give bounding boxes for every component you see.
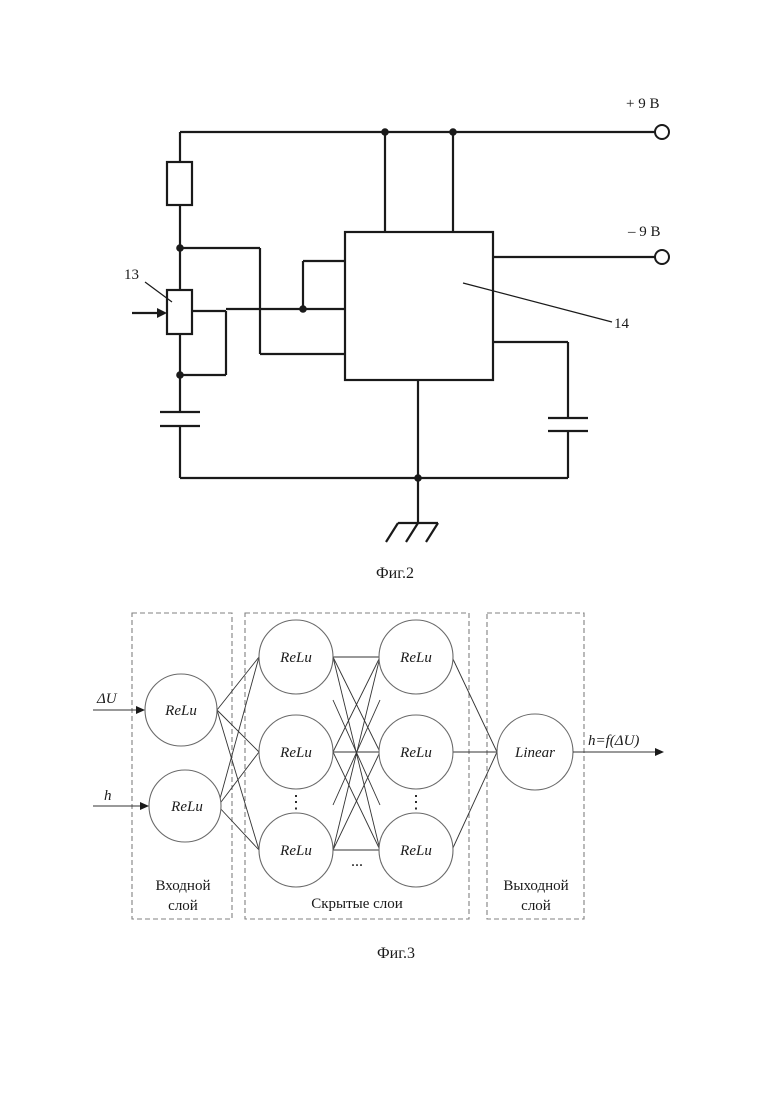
node-label: ReLu bbox=[399, 745, 432, 761]
junction-dot bbox=[176, 244, 184, 252]
input-layer-caption-line2: слой bbox=[168, 898, 198, 914]
ground-symbol bbox=[386, 523, 438, 542]
neural-network-diagram: ReLu ReLu ReLu ReLu ReLu ReLu ReLu ReLu … bbox=[93, 613, 664, 962]
input-layer-caption-line1: Входной bbox=[156, 878, 211, 894]
chip-14 bbox=[345, 232, 493, 380]
node-label: ReLu bbox=[279, 843, 312, 859]
input-arrow-head bbox=[140, 802, 149, 810]
input-layer-box bbox=[132, 613, 232, 919]
node-label-linear: Linear bbox=[514, 745, 555, 761]
junction-dot bbox=[176, 371, 184, 379]
potentiometer-13 bbox=[167, 290, 192, 334]
pot-arrow-head bbox=[157, 308, 167, 318]
output-layer-caption-line1: Выходной bbox=[503, 878, 568, 894]
input-label-h: h bbox=[104, 788, 112, 804]
input-label-du: ΔU bbox=[96, 691, 118, 707]
junction-dot bbox=[381, 128, 389, 136]
node-label: ReLu bbox=[279, 650, 312, 666]
vertical-ellipsis: ⋮ bbox=[287, 792, 305, 812]
node-label: ReLu bbox=[399, 650, 432, 666]
node-label: ReLu bbox=[279, 745, 312, 761]
output-layer-caption-line2: слой bbox=[521, 898, 551, 914]
node-label: ReLu bbox=[164, 703, 197, 719]
node-label: ReLu bbox=[170, 799, 203, 815]
caption-fig3: Фиг.3 bbox=[377, 945, 415, 962]
junction-dot bbox=[299, 305, 307, 313]
hidden-layers-caption: Скрытые слои bbox=[311, 896, 403, 912]
label-plus-9v: + 9 В bbox=[626, 96, 659, 112]
circuit-diagram: + 9 В – 9 В 13 14 Фиг.2 bbox=[124, 96, 669, 582]
junction-dot bbox=[449, 128, 457, 136]
resistor bbox=[167, 162, 192, 205]
vertical-ellipsis: ⋮ bbox=[407, 792, 425, 812]
label-14: 14 bbox=[614, 316, 630, 332]
junction-dot bbox=[414, 474, 422, 482]
label-minus-9v: – 9 В bbox=[627, 224, 661, 240]
output-arrow-head bbox=[655, 748, 664, 756]
terminal-minus bbox=[655, 250, 669, 264]
horizontal-ellipsis: ... bbox=[351, 853, 363, 870]
caption-fig2: Фиг.2 bbox=[376, 565, 414, 582]
terminal-plus bbox=[655, 125, 669, 139]
output-label: h=f(ΔU) bbox=[588, 733, 639, 749]
input-arrow-head bbox=[136, 706, 145, 714]
node-label: ReLu bbox=[399, 843, 432, 859]
label-13: 13 bbox=[124, 267, 139, 283]
